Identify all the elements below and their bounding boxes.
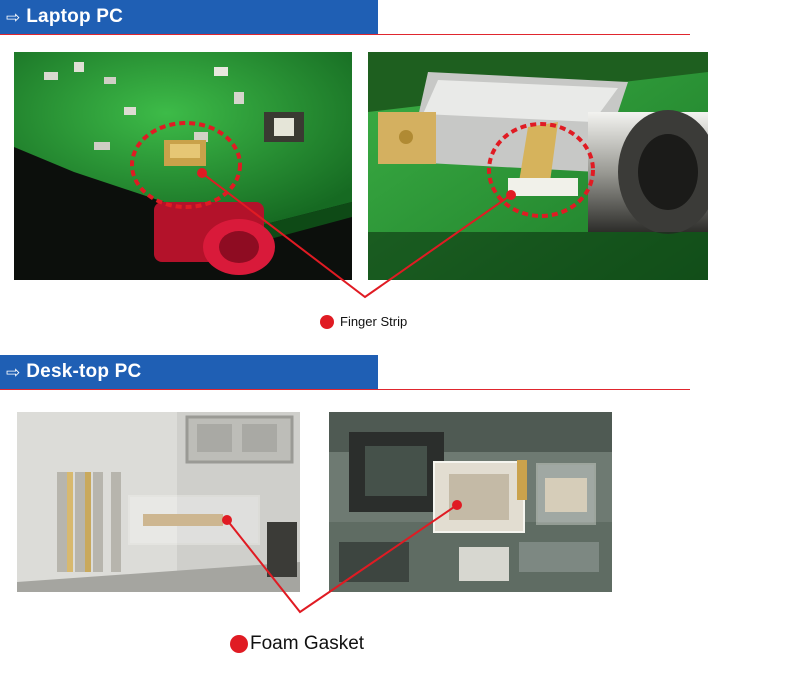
- right-arrow-icon: ⇨: [6, 362, 21, 382]
- section-divider: [0, 34, 690, 35]
- section-header-desktop: ⇨ Desk-top PC: [0, 355, 378, 389]
- red-dot-icon: [320, 314, 334, 329]
- desktop-photo-chassis: [17, 412, 300, 592]
- section-title: Laptop PC: [26, 6, 124, 27]
- foam-gasket-caption: Foam Gasket: [230, 633, 364, 655]
- laptop-photo-pcb-jack: [14, 52, 352, 280]
- finger-strip-caption: Finger Strip: [320, 314, 407, 329]
- section-title: Desk-top PC: [26, 361, 142, 382]
- desktop-photo-motherboard: [329, 412, 612, 592]
- laptop-photo-pcb-cylinder: [368, 52, 708, 280]
- right-arrow-icon: ⇨: [6, 7, 21, 27]
- section-header-laptop: ⇨ Laptop PC: [0, 0, 378, 34]
- finger-strip-label: Finger Strip: [340, 314, 408, 329]
- section-divider: [0, 389, 690, 390]
- red-dot-icon: [230, 635, 248, 653]
- foam-gasket-label: Foam Gasket: [250, 633, 365, 654]
